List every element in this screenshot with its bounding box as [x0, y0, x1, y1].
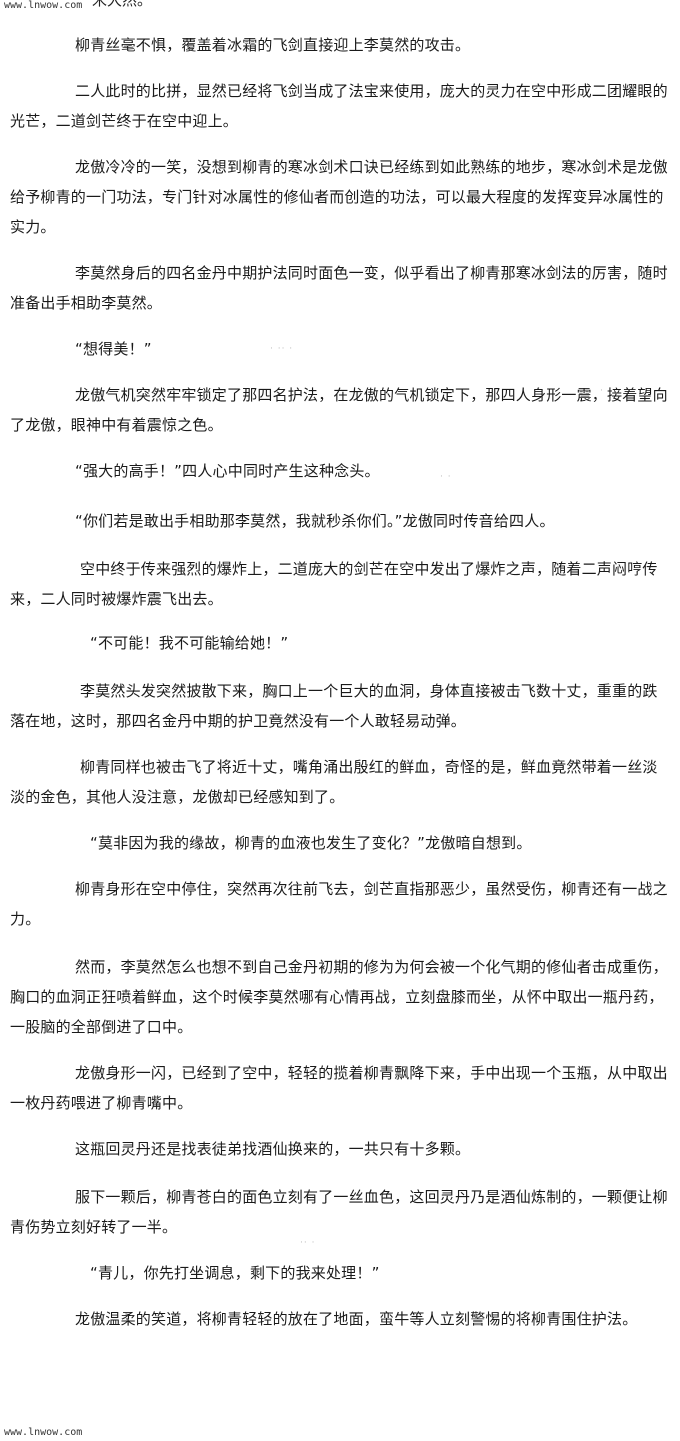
paragraph: “莫非因为我的缘故，柳青的血液也发生了变化？”龙傲暗自想到。 [90, 834, 532, 852]
paragraph: 这瓶回灵丹还是找表徒弟找酒仙换来的，一共只有十多颗。 [75, 1140, 471, 1158]
scan-noise: · [600, 386, 604, 396]
paragraph: 柳青身形在空中停住，突然再次往前飞去，剑芒直指那恶少，虽然受伤，柳青还有一战之力… [10, 880, 668, 928]
paragraph: 柳青丝毫不惧，覆盖着冰霜的飞剑直接迎上李莫然的攻击。 [75, 36, 471, 54]
paragraph: 服下一颗后，柳青苍白的面色立刻有了一丝血色，这回灵丹乃是酒仙炼制的，一颗便让柳青… [10, 1188, 668, 1236]
paragraph: 李莫然身后的四名金丹中期护法同时面色一变，似乎看出了柳青那寒冰剑法的厉害，随时准… [10, 264, 668, 312]
paragraph: 龙傲身形一闪，已经到了空中，轻轻的揽着柳青飘降下来，手中出现一个玉瓶，从中取出一… [10, 1064, 668, 1112]
top-fragment: 宋大然。 [92, 0, 153, 9]
paragraph: 二人此时的比拼，显然已经将飞剑当成了法宝来使用，庞大的灵力在空中形成二团耀眼的光… [10, 82, 668, 130]
watermark-top: www.lnwow.com [4, 0, 83, 11]
paragraph: “你们若是敢出手相助那李莫然，我就秒杀你们。”龙傲同时传音给四人。 [75, 512, 555, 530]
scan-noise: · · [440, 472, 452, 482]
paragraph: “不可能！我不可能输给她！” [90, 634, 289, 652]
paragraph: “想得美！” [75, 340, 152, 358]
paragraph: 龙傲温柔的笑道，将柳青轻轻的放在了地面，蛮牛等人立刻警惕的将柳青围住护法。 [75, 1310, 638, 1328]
paragraph: “青儿，你先打坐调息，剩下的我来处理！” [90, 1264, 380, 1282]
scan-noise: ·· · [300, 1238, 316, 1248]
paragraph: 龙傲冷冷的一笑，没想到柳青的寒冰剑术口诀已经练到如此熟练的地步，寒冰剑术是龙傲给… [10, 158, 668, 236]
paragraph: 李莫然头发突然披散下来，胸口上一个巨大的血洞，身体直接被击飞数十丈，重重的跌落在… [10, 682, 658, 730]
paragraph: 然而，李莫然怎么也想不到自己金丹初期的修为为何会被一个化气期的修仙者击成重伤，胸… [10, 958, 668, 1036]
scan-noise: · ·· · [270, 344, 294, 354]
paragraph: 柳青同样也被击飞了将近十丈，嘴角涌出殷红的鲜血，奇怪的是，鲜血竟然带着一丝淡淡的… [10, 758, 658, 806]
watermark-bottom: www.lnwow.com [4, 1427, 83, 1438]
paragraph: 空中终于传来强烈的爆炸上，二道庞大的剑芒在空中发出了爆炸之声，随着二声闷哼传来，… [10, 560, 658, 608]
paragraph: “强大的高手！”四人心中同时产生这种念头。 [75, 462, 380, 480]
paragraph: 龙傲气机突然牢牢锁定了那四名护法，在龙傲的气机锁定下，那四人身形一震，接着望向了… [10, 386, 668, 434]
